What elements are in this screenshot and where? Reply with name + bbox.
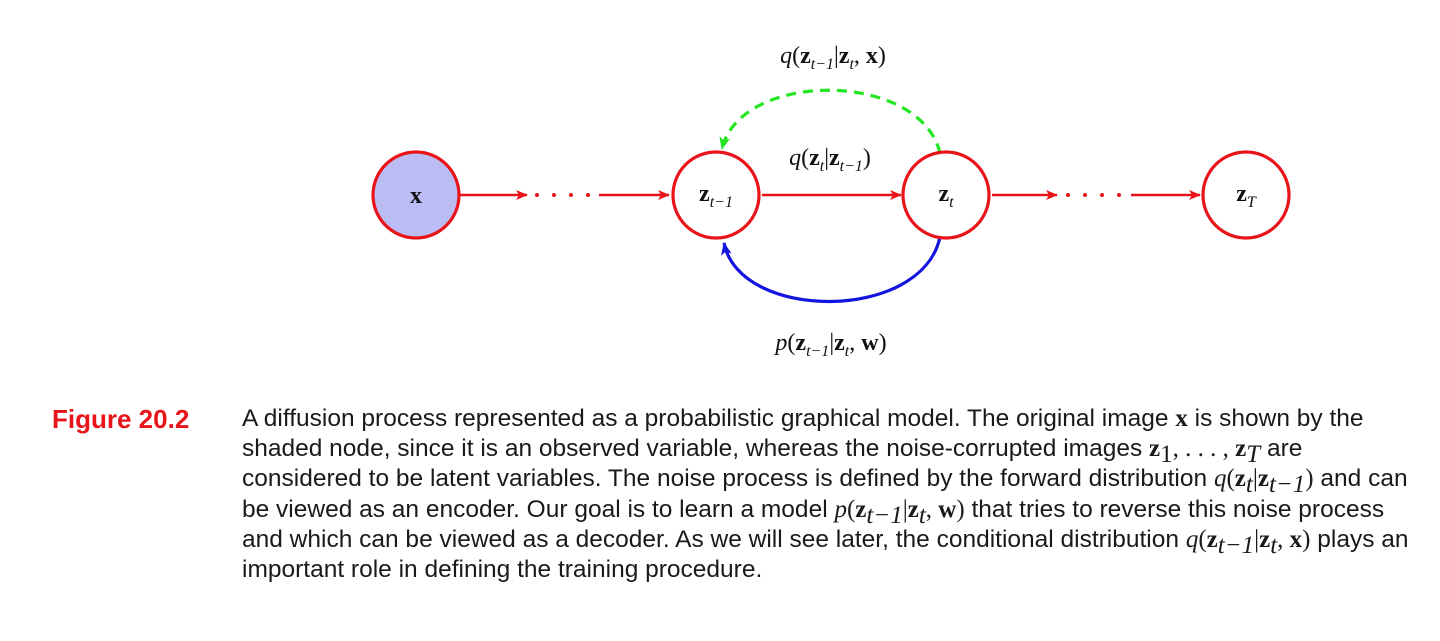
caption-segment: that tries to reverse this noise process… [242,495,1385,553]
svg-text:zT: zT [1236,181,1257,211]
caption-segment: t [1270,531,1278,559]
caption-segment: , [1277,525,1290,553]
node-z-prev: zt−1 [671,150,761,240]
node-zT-sub: T [1247,194,1257,211]
ellipsis-right [1066,193,1121,197]
caption-segment: , [925,495,939,523]
caption-segment: | [1252,465,1258,493]
caption-segment: z [1234,465,1246,493]
caption-segment: ( [1198,525,1207,553]
node-x: x [371,150,461,240]
caption-segment: plays an important role in defining the … [242,525,1409,584]
caption-segment: ( [1226,465,1235,493]
node-zt-label: z [938,181,949,207]
caption-segment: are considered to be latent variables. T… [242,435,1303,493]
caption-segment: ) [1305,465,1314,493]
caption-segment: p [834,495,847,523]
forward-edges [460,190,1201,200]
node-zt-sub: t [949,194,954,211]
node-x-label: x [410,183,422,209]
caption-segment: z [1235,435,1247,463]
caption-segment: t [918,501,926,529]
svg-text:zt: zt [938,181,954,211]
caption-segment: t−1 [866,501,903,529]
svg-text:x: x [410,183,422,209]
edge-blue-solid [721,236,942,304]
ellipsis-left [535,193,590,197]
svg-text:zt−1: zt−1 [699,181,733,211]
caption-segment: z [1206,525,1218,553]
node-zprev-label: z [699,181,710,207]
caption-segment: t [1245,471,1253,499]
caption-segment: | [1254,525,1260,553]
caption-segment: and can be viewed as an encoder. Our goa… [242,465,1408,523]
label-green-edge: q(zt−1|zt, x) [780,43,886,73]
caption-segment: ) [956,495,965,523]
caption-segment: q [1185,525,1199,553]
node-z-t: zt [901,150,991,240]
caption-segment: z [855,495,867,523]
caption-segment: ( [846,495,856,523]
caption-segment: z [1149,435,1161,463]
caption-segment: T [1246,441,1261,469]
label-blue-edge: p(zt−1|zt, w) [773,330,886,360]
caption-segment: q [1213,465,1227,493]
caption-segment: w [938,495,957,523]
node-z-T: zT [1201,150,1291,240]
caption-segment: x [1289,525,1303,553]
figure-label: Figure 20.2 [52,404,190,434]
caption-segment: z [1257,465,1269,493]
caption-segment: z [907,495,919,523]
caption-segment: A diffusion process represented as a pro… [242,405,1176,432]
edge-green-dashed [719,88,942,154]
caption-segment: x [1175,405,1188,432]
caption-segment: | [902,495,908,523]
node-zprev-sub: t−1 [710,194,733,211]
caption-segment: t−1 [1217,531,1255,559]
caption-segment: is shown by the shaded node, since it is… [242,405,1364,463]
figure-caption: A diffusion process represented as a pro… [242,404,1412,585]
caption-segment: , . . . , [1172,435,1236,463]
diffusion-graph: x zt−1 zt zT q(zt−1|zt, x) q(zt|zt−1) p(… [371,43,1291,360]
caption-segment: ) [1302,525,1311,553]
caption-segment: t−1 [1268,471,1306,499]
caption-segment: 1 [1160,441,1173,469]
node-zT-label: z [1236,181,1247,207]
label-forward-edge: q(zt|zt−1) [789,145,871,175]
caption-segment: z [1259,525,1271,553]
